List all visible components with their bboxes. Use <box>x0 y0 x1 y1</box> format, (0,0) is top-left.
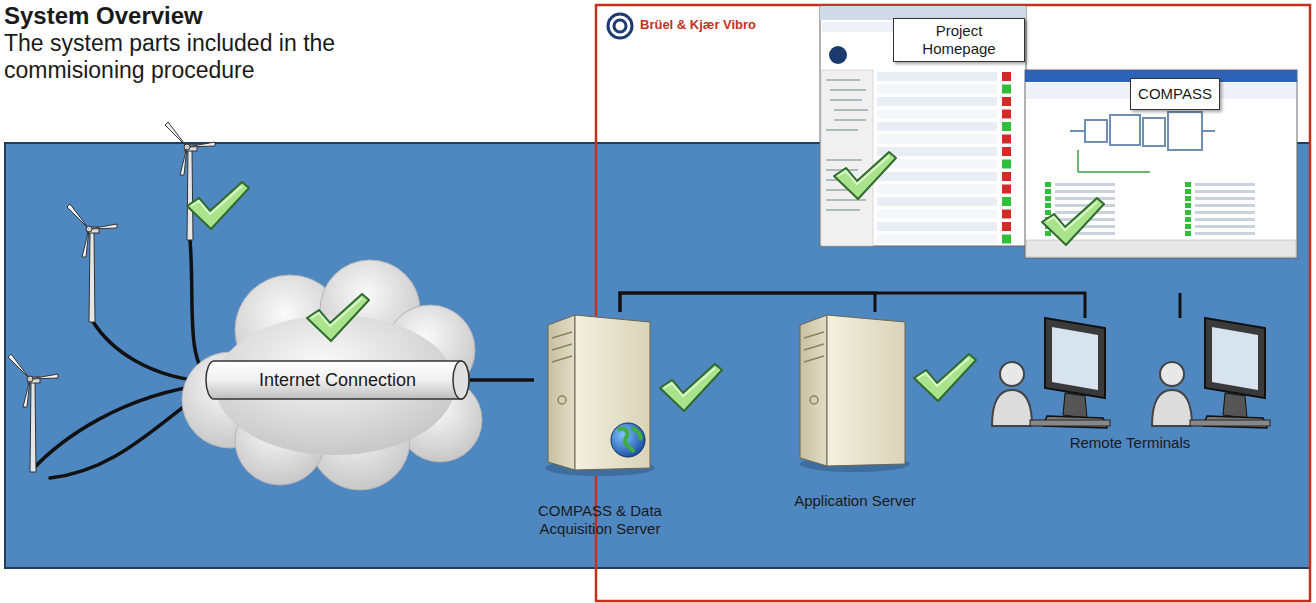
title: System Overview <box>4 2 203 30</box>
node-label: Internet Connection <box>259 371 416 389</box>
server: Application Server <box>786 312 924 514</box>
subtitle: The system parts included in the commisi… <box>4 30 454 84</box>
node-label: Remote Terminals <box>1070 434 1191 456</box>
network-cable <box>470 378 534 382</box>
callout-box: Project Homepage <box>893 18 1025 62</box>
callout-box: COMPASS <box>1130 78 1220 110</box>
terminal-group: Remote Terminals <box>985 318 1275 460</box>
node-label: Project Homepage <box>902 22 1016 58</box>
logo-text: Brüel & Kjær Vibro <box>640 17 820 33</box>
node-label: COMPASS <box>1138 85 1212 103</box>
node-label: Application Server <box>794 492 916 510</box>
node-label: COMPASS & Data Acquisition Server <box>536 502 664 538</box>
lan-bus <box>620 293 875 312</box>
server: COMPASS & Data Acquisition Server <box>534 312 666 542</box>
internet-tube: Internet Connection <box>205 360 470 400</box>
lan-bus <box>620 293 1085 318</box>
